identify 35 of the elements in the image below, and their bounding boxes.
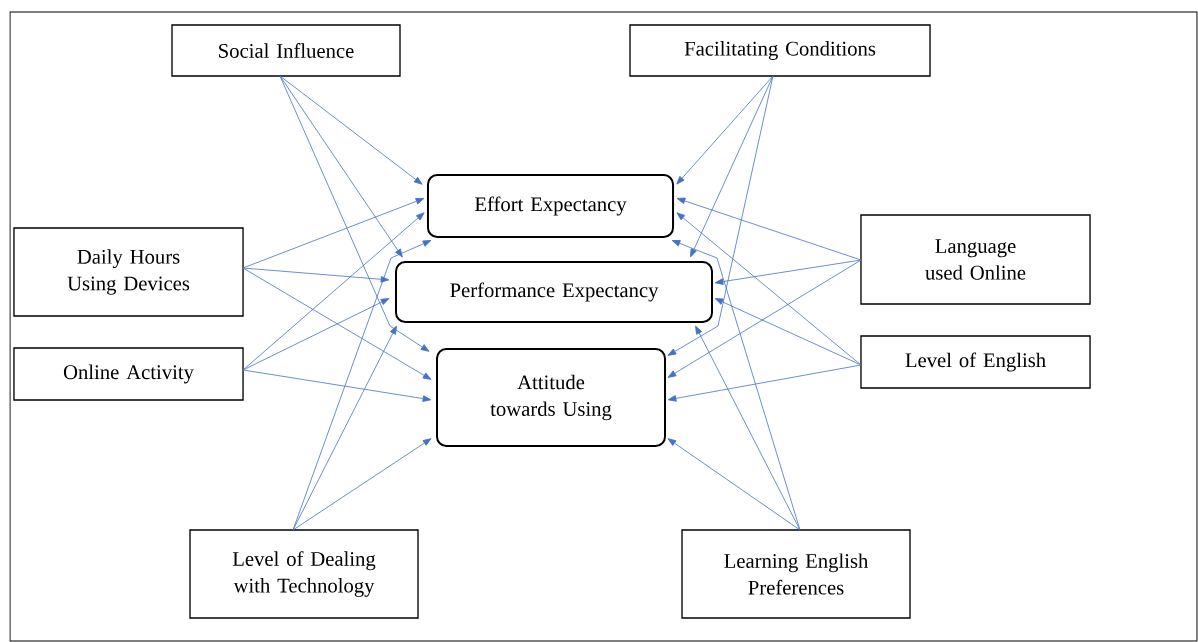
arrow: [714, 259, 862, 285]
construct-box: Performance Expectancy: [395, 261, 713, 323]
arrow: [667, 75, 774, 356]
arrow: [714, 298, 862, 366]
arrow: [671, 240, 801, 531]
factor-box: Social Influence: [171, 24, 401, 77]
arrow: [242, 198, 425, 269]
factor-box: Language used Online: [860, 214, 1091, 305]
arrow: [690, 75, 774, 258]
arrow: [695, 325, 801, 531]
arrow: [242, 267, 432, 380]
arrow: [676, 75, 774, 185]
factor-box: Level of English: [860, 335, 1091, 389]
factor-box: Facilitating Conditions: [629, 24, 931, 77]
arrow: [667, 438, 801, 531]
factor-box: Online Activity: [13, 347, 244, 401]
arrow: [676, 197, 862, 261]
arrow: [292, 325, 397, 531]
arrow: [242, 212, 425, 371]
construct-box: Effort Expectancy: [427, 174, 675, 238]
arrow: [292, 240, 432, 531]
factor-box: Learning English Preferences: [681, 529, 911, 619]
arrow: [676, 212, 862, 366]
arrow: [242, 267, 390, 283]
construct-box: Attitude towards Using: [436, 347, 666, 448]
arrow: [279, 75, 403, 258]
arrow: [667, 364, 862, 402]
arrow: [242, 298, 390, 371]
arrow: [242, 369, 432, 402]
arrow: [667, 259, 862, 378]
arrow: [279, 75, 423, 185]
arrow: [279, 75, 430, 352]
arrow: [292, 438, 432, 531]
factor-box: Daily Hours Using Devices: [13, 227, 244, 317]
factor-box: Level of Dealing with Technology: [189, 529, 419, 619]
